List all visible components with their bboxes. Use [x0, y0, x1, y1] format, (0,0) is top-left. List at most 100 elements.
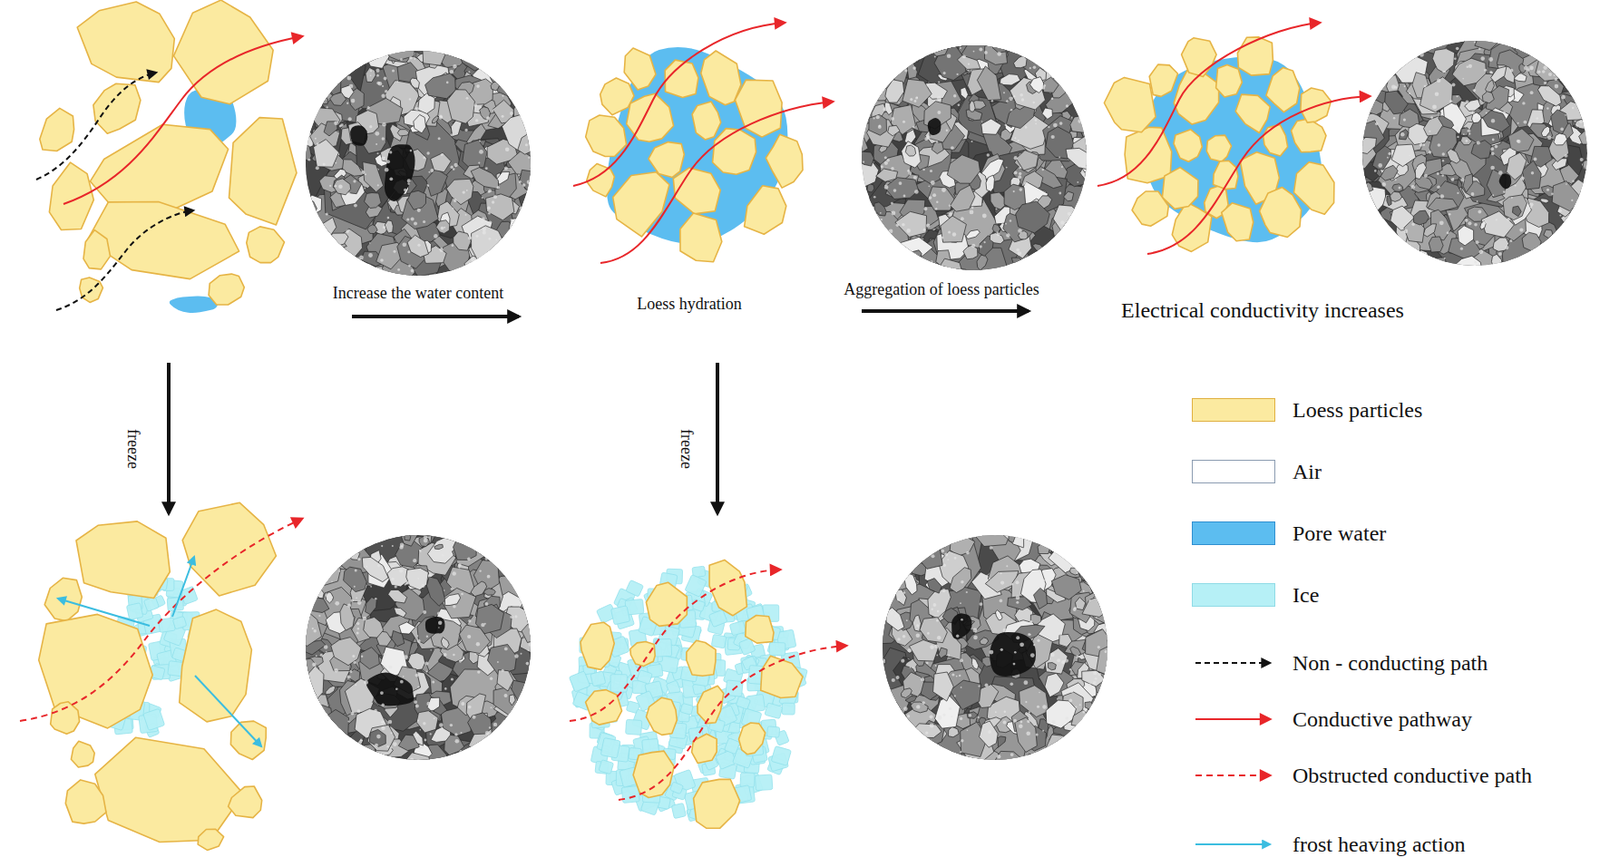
- sem-speck: [1537, 70, 1541, 74]
- sem-pore: [1499, 173, 1513, 189]
- sem-speck: [1580, 157, 1584, 162]
- sem-speck: [1520, 175, 1524, 180]
- sem-speck: [947, 231, 951, 235]
- sem-grain: [364, 193, 382, 209]
- sem-speck: [346, 102, 349, 105]
- sem-speck: [381, 85, 384, 88]
- sem-grain: [1065, 147, 1102, 171]
- ice-crystal: [684, 575, 707, 598]
- sem-speck: [862, 161, 865, 164]
- sem-speck: [333, 120, 339, 126]
- sem-grain: [307, 596, 330, 613]
- sem-speck: [1473, 88, 1476, 92]
- sem-speck: [912, 66, 917, 70]
- sem-grain: [1390, 191, 1403, 202]
- sem-speck: [377, 152, 380, 155]
- ice-crystal: [711, 634, 727, 649]
- sem-grain: [1457, 225, 1474, 246]
- sem-grain: [1512, 205, 1522, 217]
- sem-speck: [1442, 159, 1444, 162]
- sem-speck: [1553, 74, 1556, 77]
- sem-speck: [527, 156, 530, 159]
- sem-speck: [1065, 104, 1069, 108]
- sem-speck: [883, 107, 888, 111]
- sem-speck: [1571, 107, 1574, 109]
- sem-grain: [440, 637, 449, 650]
- sem-speck: [1394, 86, 1397, 89]
- sem-ground: [305, 535, 531, 761]
- sem-speck: [1492, 138, 1495, 142]
- sem-speck: [360, 170, 365, 175]
- sem-speck: [1467, 129, 1472, 134]
- sem-grain: [1014, 55, 1028, 69]
- sem-grain: [409, 78, 420, 88]
- sem-grain: [1535, 48, 1569, 82]
- ice-crystal: [126, 603, 143, 621]
- sem-speck: [1442, 174, 1444, 176]
- sem-speck: [426, 184, 429, 186]
- sem-speck: [1462, 78, 1464, 80]
- loess-particle: [182, 502, 276, 596]
- sem-grain: [1464, 99, 1482, 112]
- loess-particle: [585, 115, 627, 157]
- sem-speck: [1436, 185, 1441, 189]
- loess-particle: [1235, 94, 1270, 133]
- sem-speck: [935, 207, 937, 210]
- sem-speck: [1374, 169, 1377, 173]
- sem-speck: [1051, 97, 1054, 101]
- sem-grain: [1053, 204, 1084, 235]
- sem-grain: [1423, 224, 1436, 237]
- sem-speck: [1531, 171, 1534, 175]
- ice-crystal: [680, 702, 693, 715]
- sem-speck: [348, 117, 352, 121]
- sem-speck: [481, 196, 484, 199]
- sem-grain: [1070, 114, 1097, 133]
- sem-speck: [497, 185, 500, 189]
- sem-speck: [926, 83, 930, 87]
- sem-speck: [928, 195, 933, 200]
- sem-speck: [440, 153, 444, 157]
- loess-particle: [1206, 135, 1231, 162]
- sem-speck: [1442, 70, 1444, 73]
- sem-speck: [426, 151, 430, 155]
- sem-grain: [1043, 77, 1059, 93]
- sem-speck: [1411, 185, 1416, 190]
- sem-grain: [1460, 127, 1471, 137]
- sem-grain: [322, 233, 349, 248]
- loess-particle: [712, 128, 757, 176]
- sem-grain: [1455, 255, 1483, 277]
- sem-speck: [1570, 199, 1573, 202]
- sem-speck: [1008, 96, 1014, 101]
- loess-particle: [246, 226, 285, 264]
- loess-particle: [1221, 203, 1254, 242]
- sem-grain: [298, 144, 313, 162]
- sem-speck: [1015, 248, 1020, 253]
- sem-grain: [434, 544, 444, 549]
- sem-speck: [957, 103, 961, 107]
- sem-grain: [501, 114, 530, 151]
- sem-grain: [425, 73, 457, 99]
- sem-grain: [1502, 195, 1527, 221]
- sem-speck: [1442, 152, 1445, 156]
- sem-grain: [462, 139, 488, 169]
- sem-grain: [470, 167, 499, 190]
- sem-speck: [380, 156, 385, 161]
- sem-speck: [1502, 190, 1506, 194]
- sem-speck: [1018, 172, 1022, 176]
- sem-speck: [879, 212, 882, 215]
- sem-speck: [449, 69, 455, 75]
- sem-speck: [1504, 245, 1509, 250]
- sem-speck: [1543, 81, 1547, 85]
- sem-speck: [396, 80, 399, 83]
- particle-clusters: [39, 0, 1335, 850]
- loess-particle: [692, 101, 722, 140]
- sem-grain: [1492, 237, 1510, 252]
- sem-grain: [521, 621, 542, 644]
- sem-grain: [343, 566, 368, 592]
- sem-speck: [1017, 139, 1020, 142]
- sem-speck: [1010, 108, 1014, 112]
- sem-grain: [1446, 148, 1461, 164]
- sem-speck: [429, 168, 434, 173]
- sem-grain: [1491, 66, 1507, 83]
- sem-speck: [1554, 78, 1558, 81]
